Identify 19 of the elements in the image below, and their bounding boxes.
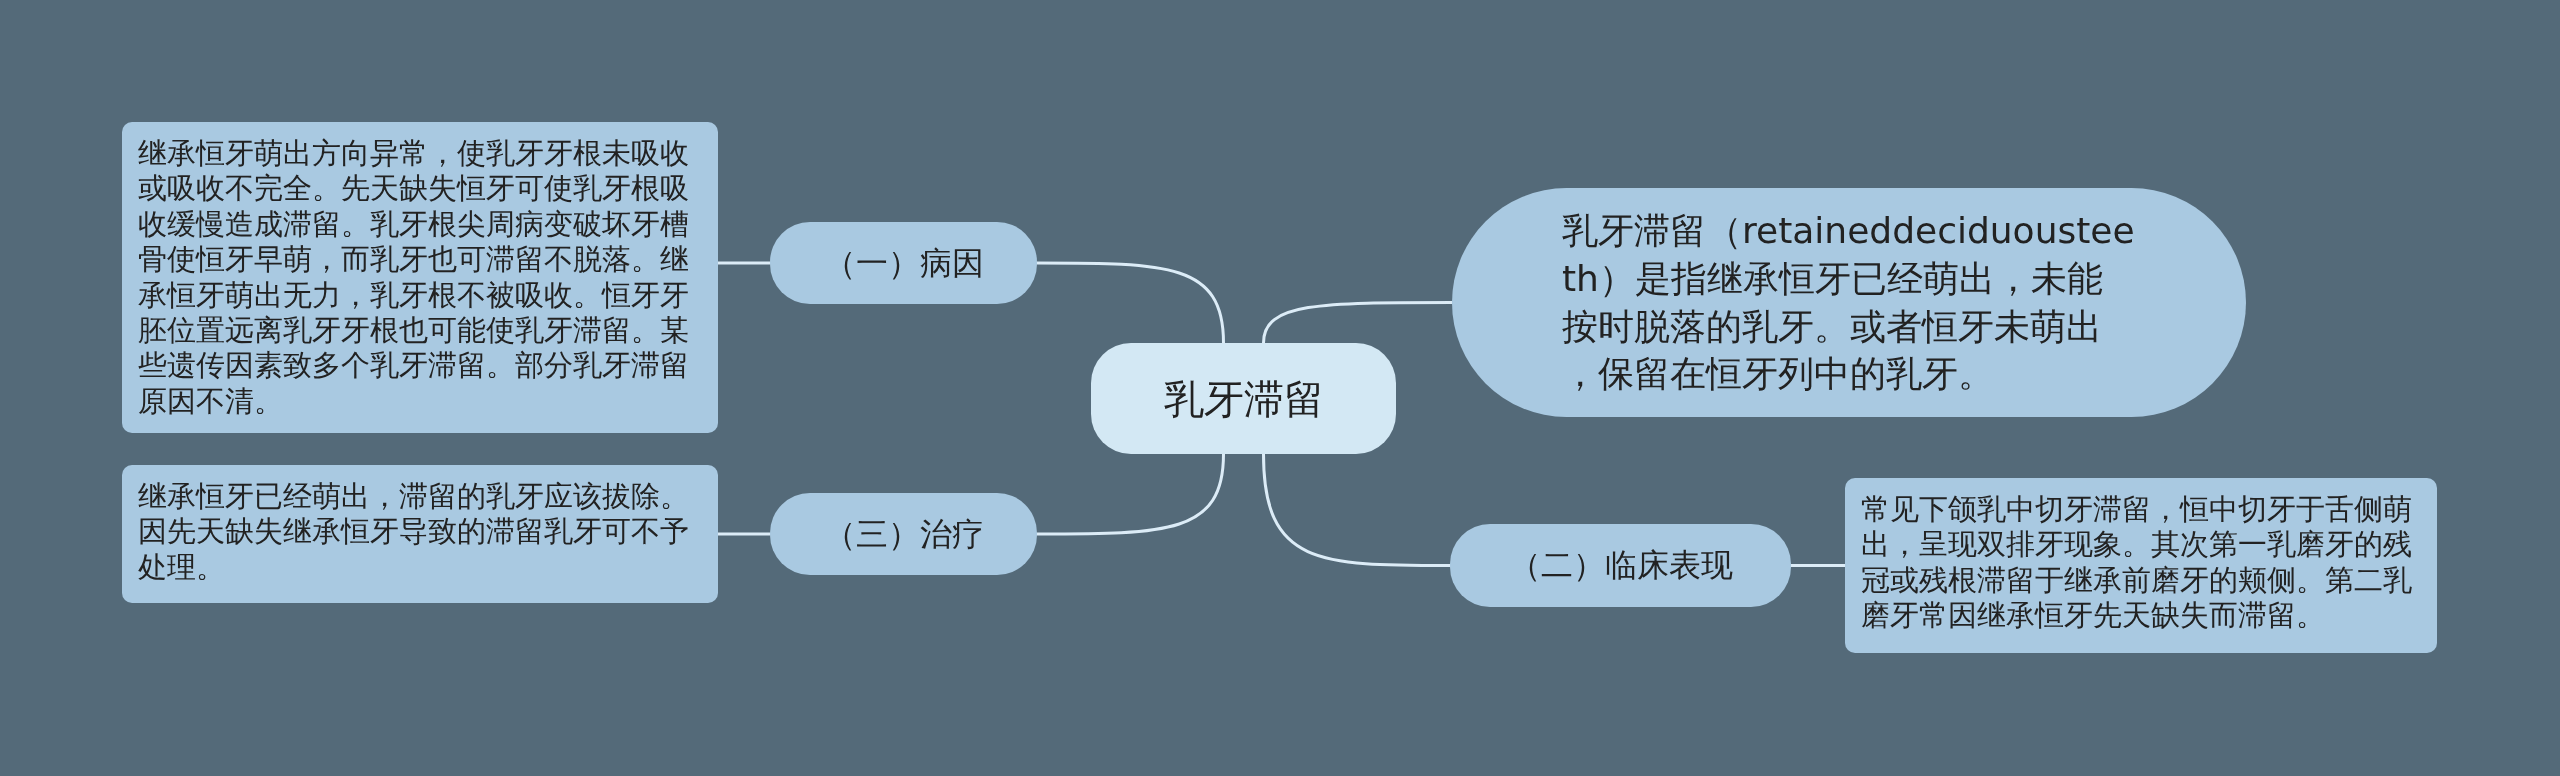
connector-line <box>1262 301 1452 344</box>
central-topic <box>1091 343 1396 454</box>
definition-text: 乳牙滞留（retaineddeciduousteeth）是指继承恒牙已经萌出，未能按时脱落的乳牙。或者恒牙未萌出，保留在恒牙列中的乳牙。 <box>1562 208 2136 397</box>
detail-box <box>1845 478 2437 653</box>
detail-box <box>122 122 718 433</box>
detail-text: 常见下颌乳中切牙滞留，恒中切牙于舌侧萌出，呈现双排牙现象。其次第一乳磨牙的残冠或残根滞留于继承前磨牙的颊侧。第二乳磨牙常因继承恒牙先天缺失而滞留。 <box>1861 492 2413 634</box>
branch-text: （二）临床表现 <box>1508 546 1733 585</box>
detail-box <box>122 465 718 603</box>
connector-line <box>1262 453 1450 567</box>
detail-text: 继承恒牙萌出方向异常，使乳牙牙根未吸收或吸收不完全。先天缺失恒牙可使乳牙根吸收缓慢造成滞留。乳牙根尖周病变破坏牙槽骨使恒牙早萌，而乳牙也可滞留不脱落。继承恒牙萌出无力，乳牙根不被吸收。恒牙牙胚位置远离乳牙牙根也可能使乳牙滞留。某些遗传因素致多个乳牙滞留。部分乳牙滞留原因不清。 <box>138 136 690 419</box>
topic-text: 乳牙滞留 <box>1163 374 1324 423</box>
connector-line <box>718 532 770 536</box>
detail-text: 继承恒牙已经萌出，滞留的乳牙应该拔除。因先天缺失继承恒牙导致的滞留乳牙可不予处理。 <box>138 479 690 586</box>
connector-line <box>1037 261 1225 344</box>
branch-text: （一）病因 <box>823 243 984 283</box>
connector-line <box>1037 453 1225 536</box>
connector-line <box>1791 564 1845 567</box>
branch-text: （三）治疗 <box>823 514 984 554</box>
connector-line <box>718 261 770 265</box>
